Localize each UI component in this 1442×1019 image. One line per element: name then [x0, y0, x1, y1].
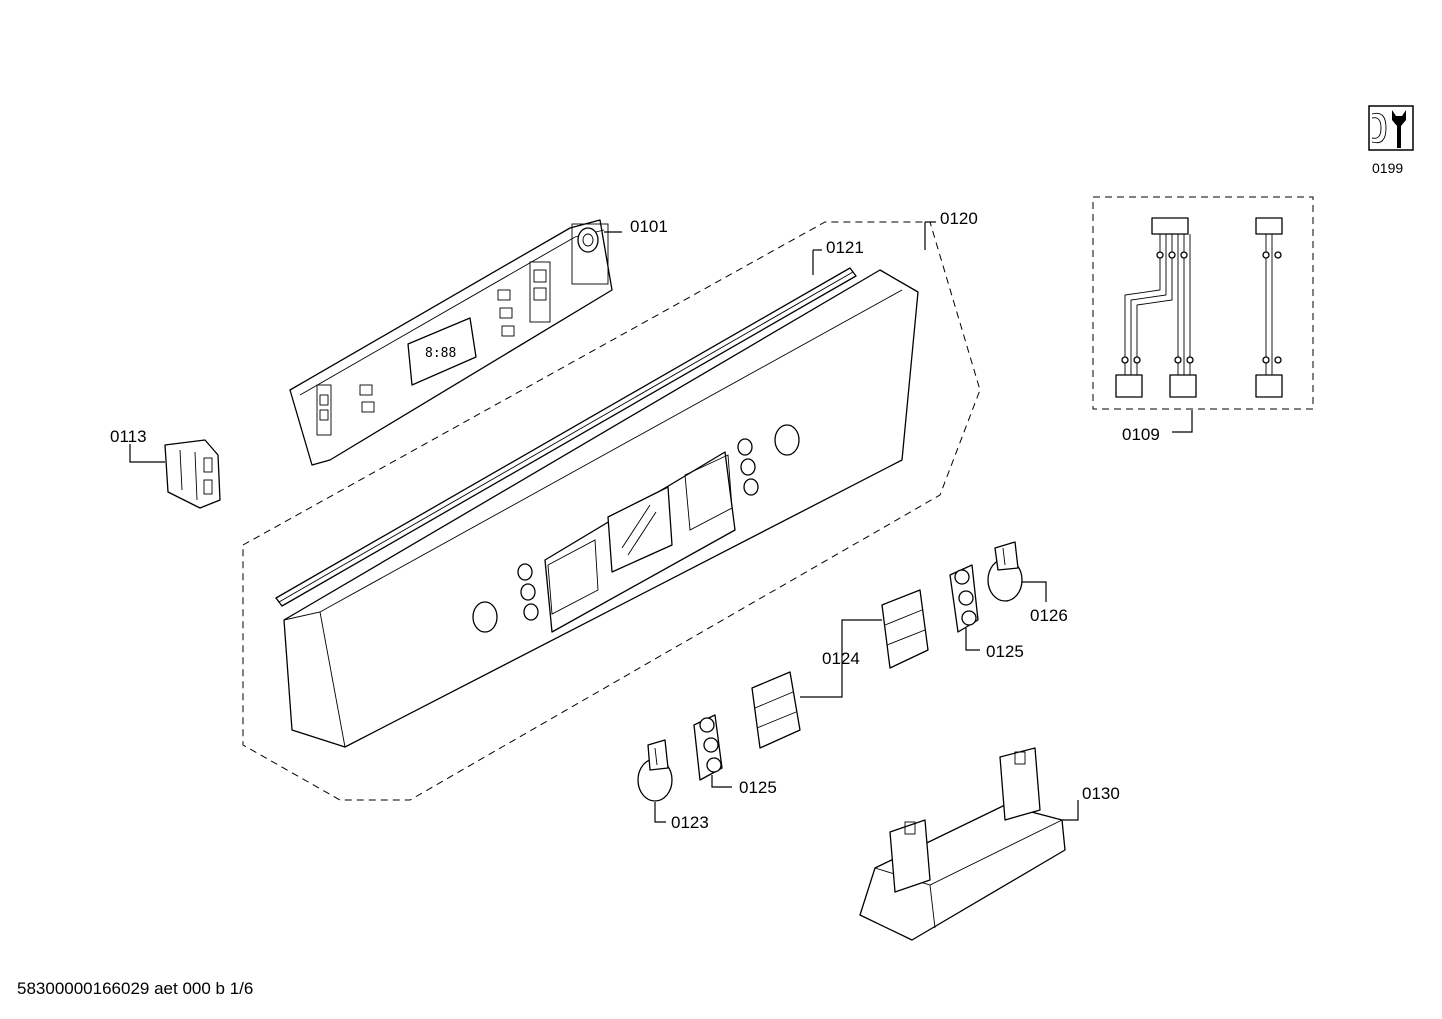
label-0113: 0113	[110, 427, 147, 446]
label-0109: 0109	[1122, 425, 1160, 444]
label-0130: 0130	[1082, 784, 1120, 803]
electronic-module-0101: 8:88	[289, 219, 613, 466]
seal-strip-0121	[275, 267, 857, 607]
buttons-0125-upper	[949, 564, 979, 633]
wiring-harness-0109	[1115, 217, 1283, 398]
label-0199: 0199	[1372, 160, 1403, 176]
assembly-0120-outline	[242, 221, 981, 801]
label-0124: 0124	[822, 649, 860, 668]
harness-0109-box	[1092, 196, 1314, 410]
label-0125-upper: 0125	[986, 642, 1024, 661]
button-block-0124-upper	[881, 589, 929, 669]
label-0101: 0101	[630, 217, 668, 236]
drawing-reference-footer: 58300000166029 aet 000 b 1/6	[17, 979, 254, 998]
label-0126: 0126	[1030, 606, 1068, 625]
bracket-0130	[859, 747, 1066, 941]
tool-kit-icon	[1368, 105, 1414, 151]
buttons-0125-lower	[693, 714, 723, 781]
knob-0123	[637, 739, 673, 802]
clip-0113	[164, 439, 221, 509]
label-0123: 0123	[671, 813, 709, 832]
control-panel-fascia	[283, 269, 919, 748]
button-block-0124-lower	[751, 671, 801, 749]
module-display: 8:88	[425, 346, 456, 361]
label-0120: 0120	[940, 209, 978, 228]
label-0121: 0121	[826, 238, 864, 257]
label-0125-lower: 0125	[739, 778, 777, 797]
knob-0126	[987, 541, 1023, 602]
